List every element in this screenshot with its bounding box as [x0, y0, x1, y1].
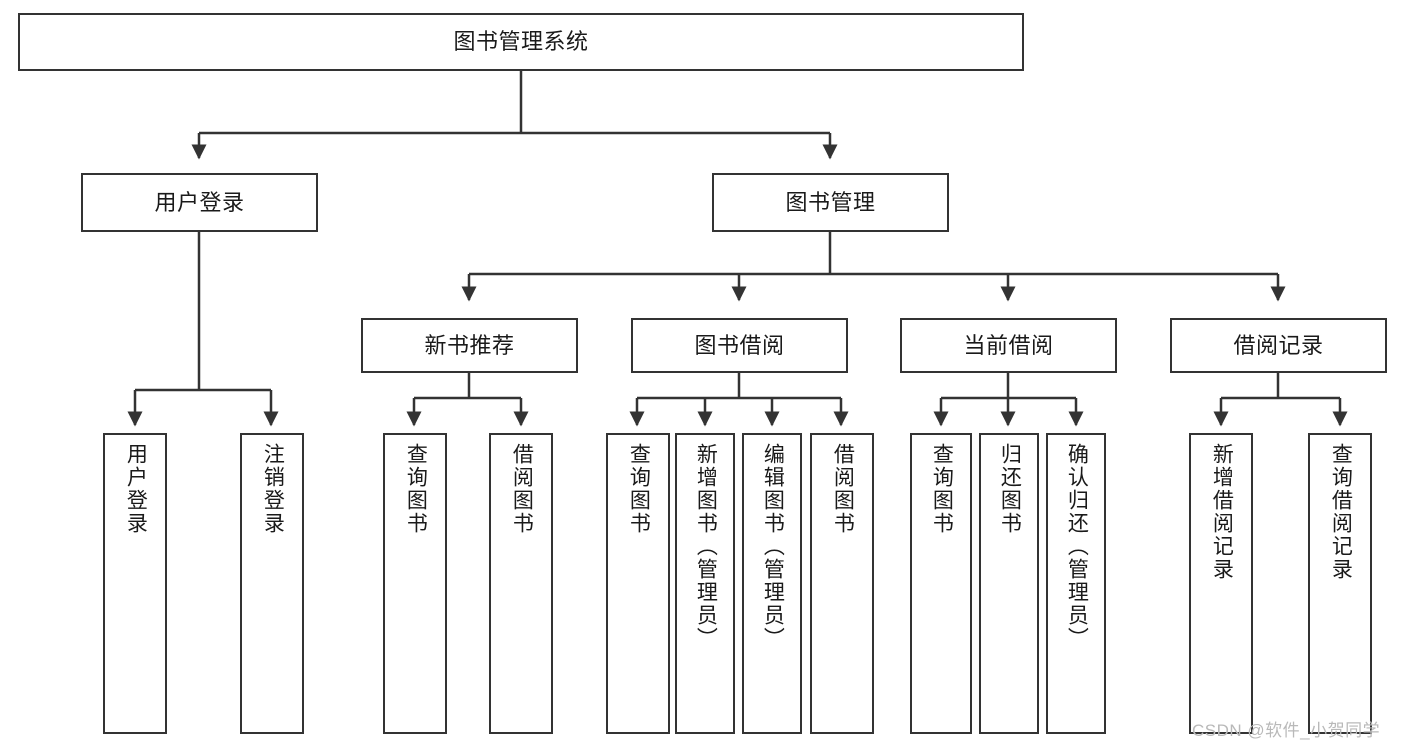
leaf-borrow-book-label: 借阅图书: [831, 443, 855, 535]
leaf-borrow-book-recommend-label: 借阅图书: [510, 443, 534, 535]
node-root[interactable]: 图书管理系统: [18, 13, 1024, 71]
node-book-management[interactable]: 图书管理: [712, 173, 949, 232]
leaf-query-book-borrow[interactable]: 查询图书: [606, 433, 670, 734]
leaf-confirm-return-admin[interactable]: 确认归还（管理员）: [1046, 433, 1106, 734]
leaf-user-login-label: 用户登录: [124, 443, 148, 535]
node-borrow-record-label: 借阅记录: [1233, 332, 1324, 358]
leaf-logout[interactable]: 注销登录: [240, 433, 304, 734]
leaf-user-login[interactable]: 用户登录: [103, 433, 167, 734]
leaf-query-book-recommend[interactable]: 查询图书: [383, 433, 447, 734]
csdn-watermark: CSDN @软件_小贺同学: [1192, 721, 1381, 740]
leaf-return-book-label: 归还图书: [998, 443, 1022, 535]
leaf-edit-book-admin[interactable]: 编辑图书（管理员）: [742, 433, 802, 734]
node-user-login-label: 用户登录: [154, 189, 245, 215]
node-current-borrow-label: 当前借阅: [963, 332, 1054, 358]
leaf-add-borrow-record[interactable]: 新增借阅记录: [1189, 433, 1253, 734]
leaf-confirm-return-admin-label: 确认归还（管理员）: [1065, 443, 1089, 650]
node-new-book-recommend-label: 新书推荐: [424, 332, 515, 358]
leaf-add-borrow-record-label: 新增借阅记录: [1210, 443, 1234, 581]
node-borrow-record[interactable]: 借阅记录: [1170, 318, 1387, 373]
node-new-book-recommend[interactable]: 新书推荐: [361, 318, 578, 373]
leaf-return-book[interactable]: 归还图书: [979, 433, 1039, 734]
leaf-query-book-borrow-label: 查询图书: [627, 443, 651, 535]
node-current-borrow[interactable]: 当前借阅: [900, 318, 1117, 373]
node-root-label: 图书管理系统: [453, 29, 589, 55]
node-user-login[interactable]: 用户登录: [81, 173, 318, 232]
leaf-add-book-admin[interactable]: 新增图书（管理员）: [675, 433, 735, 734]
leaf-query-borrow-record-label: 查询借阅记录: [1329, 443, 1353, 581]
leaf-borrow-book-recommend[interactable]: 借阅图书: [489, 433, 553, 734]
leaf-query-book-current[interactable]: 查询图书: [910, 433, 972, 734]
node-book-borrow[interactable]: 图书借阅: [631, 318, 848, 373]
leaf-add-book-admin-label: 新增图书（管理员）: [694, 443, 718, 650]
leaf-query-book-current-label: 查询图书: [930, 443, 954, 535]
leaf-logout-label: 注销登录: [261, 443, 285, 535]
leaf-query-book-recommend-label: 查询图书: [404, 443, 428, 535]
leaf-query-borrow-record[interactable]: 查询借阅记录: [1308, 433, 1372, 734]
leaf-borrow-book[interactable]: 借阅图书: [810, 433, 874, 734]
node-book-management-label: 图书管理: [785, 189, 876, 215]
leaf-edit-book-admin-label: 编辑图书（管理员）: [761, 443, 785, 650]
node-book-borrow-label: 图书借阅: [694, 332, 785, 358]
